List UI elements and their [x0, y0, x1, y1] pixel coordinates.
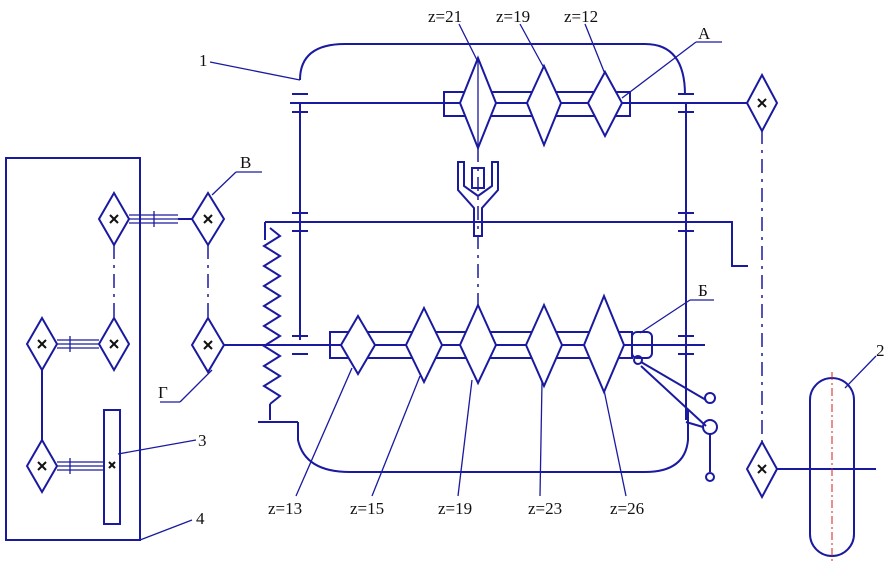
left-gear-3-x-b [109, 339, 119, 349]
label-B: Б [698, 281, 708, 300]
gearbox-housing-lower [297, 410, 689, 473]
leader-z26 [603, 389, 627, 497]
leader-z19t [519, 23, 545, 69]
middle-shaft-end [722, 221, 748, 267]
lever-pivot-1 [633, 355, 643, 365]
right-top-x-b [757, 98, 767, 108]
label-G: Г [158, 383, 168, 402]
teeth-bottom-3: z=23 [528, 499, 562, 518]
bottom-gear-z23 [524, 302, 564, 389]
lever-pivot-3 [702, 419, 718, 435]
label-2: 2 [876, 341, 885, 360]
leader-B [639, 299, 691, 334]
lever-arm [640, 361, 707, 401]
coupling-2 [57, 336, 99, 352]
lever-pivot-2 [704, 392, 716, 404]
lever-arm-b [640, 365, 707, 427]
gear-v-x-b [203, 214, 213, 224]
top-gear-z19 [525, 63, 563, 148]
label-4: 4 [196, 509, 205, 528]
leader-V [211, 171, 237, 196]
left-gear-4-x-b [37, 461, 47, 471]
leader-z13 [295, 367, 353, 497]
leader-z15 [371, 375, 421, 497]
rack-x-b [108, 461, 116, 469]
leader-z12 [584, 23, 606, 75]
teeth-bottom-4: z=26 [610, 499, 644, 518]
lead-screw-spring [262, 227, 282, 405]
teeth-top-1: z=19 [496, 7, 530, 26]
label-V: В [240, 153, 251, 172]
rack-bar [103, 409, 121, 525]
drive-unit-frame [5, 157, 141, 541]
gearbox-housing [299, 43, 686, 96]
leader-z19b [457, 379, 473, 497]
leader-z23 [539, 381, 543, 497]
bottom-gear-z26 [582, 293, 626, 395]
teeth-top-0: z=21 [428, 7, 462, 26]
label-3: 3 [198, 431, 207, 450]
teeth-bottom-2: z=19 [438, 499, 472, 518]
bottom-gear-z15 [404, 305, 444, 385]
left-gear-2-x-b [37, 339, 47, 349]
leader-z21 [458, 23, 479, 63]
leader-G [179, 369, 213, 403]
label-A: А [698, 24, 711, 43]
gear-g-x-b [203, 340, 213, 350]
left-gear-1-x-b [109, 214, 119, 224]
teeth-bottom-0: z=13 [268, 499, 302, 518]
leader-1 [209, 61, 301, 81]
bottom-gear-z19 [458, 302, 498, 386]
leader-2 [844, 355, 877, 389]
lever-knob [705, 472, 715, 482]
lever-link [685, 421, 704, 428]
coupling-3 [57, 458, 104, 474]
teeth-bottom-1: z=15 [350, 499, 384, 518]
right-bot-x-b [757, 464, 767, 474]
leader-3 [117, 439, 197, 455]
bottom-gear-z13 [339, 314, 377, 376]
leader-A [621, 41, 697, 99]
label-1: 1 [199, 51, 208, 70]
top-gear-z12 [586, 69, 624, 139]
shift-fork [457, 161, 499, 237]
coupling-1 [129, 211, 178, 227]
leader-4 [139, 519, 193, 541]
teeth-top-2: z=12 [564, 7, 598, 26]
shift-fork-center [471, 167, 485, 189]
